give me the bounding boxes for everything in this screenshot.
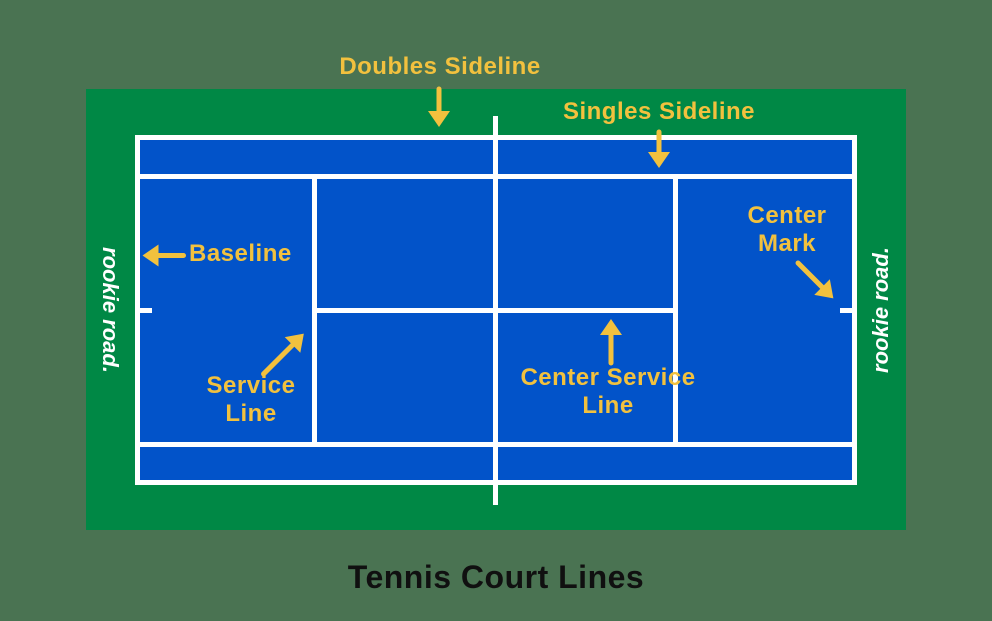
service-line-arrow-up-right-icon <box>261 333 304 377</box>
center-service-line-label-line1: Center Service <box>520 364 696 391</box>
center-mark-label-line2: Mark <box>757 230 817 257</box>
center-mark-label-line1: Center <box>747 202 827 229</box>
service-line-right <box>673 179 678 442</box>
center-service-line-arrow-up-icon <box>600 319 622 366</box>
center-service-line-label: Center Service Line <box>483 364 733 420</box>
baseline-label: Baseline <box>189 240 292 267</box>
center-mark-arrow-down-right-icon <box>795 260 834 299</box>
doubles-sideline-label: Doubles Sideline <box>339 53 541 80</box>
page-title: Tennis Court Lines <box>347 559 645 595</box>
center-service-line-label-line2: Line <box>582 392 634 419</box>
baseline-arrow-left-icon <box>142 244 186 267</box>
service-line-label-line1: Service <box>206 372 296 399</box>
doubles-sideline-arrow-down-icon <box>428 86 450 127</box>
singles-sideline-label: Singles Sideline <box>562 98 756 125</box>
service-line-left <box>312 179 317 442</box>
service-line-label: Service Line <box>151 372 351 428</box>
singles-sideline-arrow-down-icon <box>648 129 670 168</box>
brand-logo-right: rookie road. <box>868 247 893 373</box>
center-mark-label: Center Mark <box>707 202 867 258</box>
service-line-label-line2: Line <box>225 400 277 427</box>
brand-logo-left: rookie road. <box>98 247 123 373</box>
net-line <box>493 116 498 505</box>
center-mark-right <box>840 308 852 313</box>
center-mark-left <box>140 308 152 313</box>
